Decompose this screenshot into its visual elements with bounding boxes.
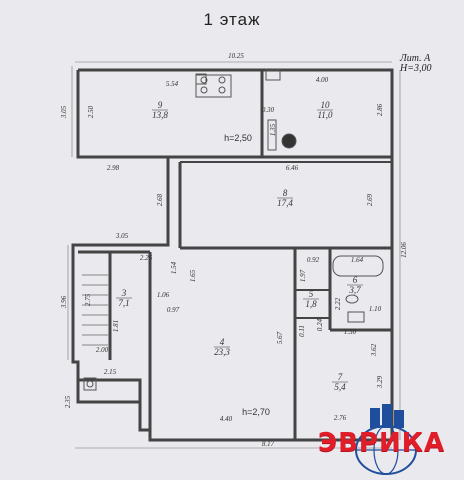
dimension-label: 2.22: [334, 297, 342, 310]
dimension-label: 8.17: [262, 440, 275, 448]
dimension-label: 1.97: [299, 269, 307, 282]
dimension-label: 0.92: [307, 256, 320, 264]
dimension-label: 2.26: [140, 254, 153, 262]
dimension-label: 1.64: [351, 256, 364, 264]
brand-name: ЭВРИКА: [318, 428, 446, 458]
dimension-label: 2.75: [84, 293, 92, 306]
brand-globe-logo: [355, 404, 417, 475]
dimension-label: 1.50: [344, 328, 357, 336]
dimension-label: 1.81: [112, 320, 120, 332]
bathtub-icon: [332, 255, 384, 277]
dimension-label: 3.96: [60, 295, 68, 309]
room-number-5: 5: [309, 289, 314, 299]
dimension-label: 4.40: [220, 415, 233, 423]
dimension-label: 3.05: [60, 105, 68, 119]
dimension-label: 2.86: [376, 103, 384, 116]
fixtures: [82, 69, 384, 391]
appliance-icon: [195, 73, 207, 85]
room-area-5: 1,8: [305, 299, 317, 309]
stove-icon: [195, 74, 232, 98]
dimension-label: 2.76: [334, 414, 347, 422]
dimension-label: 3.62: [370, 343, 378, 357]
height-labels: h=2,50 h=2,70: [224, 133, 270, 417]
vent-icon: [265, 69, 281, 81]
dimension-label: 10.25: [228, 52, 244, 60]
boiler-icon: [281, 133, 297, 149]
height-label: Н=3,00: [400, 63, 432, 74]
floor-title: 1 этаж: [203, 10, 261, 29]
room-area-8: 17,4: [277, 198, 293, 208]
room-area-9: 13,8: [152, 110, 168, 120]
room-number-8: 8: [283, 188, 288, 198]
lit-label: Лит. А: [400, 53, 431, 64]
room-number-9: 9: [158, 100, 163, 110]
sink-icon: [347, 311, 365, 323]
dimension-label: 0.11: [298, 325, 306, 337]
room-number-3: 3: [121, 288, 127, 298]
dimension-label: 1.35: [269, 123, 277, 136]
dimension-label: 5.67: [276, 331, 284, 344]
dimension-label: 0.97: [167, 306, 180, 314]
dimension-label: 12.06: [400, 242, 408, 258]
dimension-label: 1.10: [369, 305, 382, 313]
stair-steps: [82, 274, 108, 346]
dimension-label: 4.00: [316, 76, 329, 84]
room-area-3: 7,1: [118, 298, 129, 308]
room-area-10: 11,0: [317, 110, 333, 120]
dimension-label: 1.06: [157, 291, 170, 299]
dimension-labels: 10.25 5.54 4.00 3.05 2.50 0.30 1.35 2.86 6.46 2.9…: [60, 52, 408, 448]
dimension-label: 3.05: [115, 232, 129, 240]
dimension-label: 2.68: [156, 193, 164, 206]
room-number-10: 10: [321, 100, 331, 110]
ceiling-height-label: h=2,70: [242, 407, 270, 417]
dimension-label: 3.29: [376, 375, 384, 389]
dimension-label: 1.54: [170, 261, 178, 274]
dimension-label: 2.35: [64, 395, 72, 408]
room-number-6: 6: [353, 275, 358, 285]
dimension-label: 5.54: [166, 80, 179, 88]
dimension-label: 2.98: [107, 164, 120, 172]
room-area-4: 23,3: [214, 347, 230, 357]
room-area-7: 5,4: [334, 382, 346, 392]
room-number-7: 7: [338, 372, 343, 382]
toilet-icon: [345, 294, 359, 304]
walls: [71, 68, 394, 442]
dimension-label: 0.24: [316, 318, 324, 331]
dimension-label: 6.46: [286, 164, 299, 172]
ceiling-height-label: h=2,50: [224, 133, 252, 143]
dimension-label: 2.15: [104, 368, 117, 376]
dimension-lines: [67, 61, 401, 449]
radiator-icon: [267, 119, 277, 151]
room-number-4: 4: [220, 337, 225, 347]
dimension-label: 2.50: [87, 105, 95, 118]
lit-label-block: Лит. А Н=3,00: [400, 54, 431, 74]
dimension-label: 0.30: [262, 106, 275, 114]
dimension-label: 2.00: [96, 346, 109, 354]
dimension-label: 2.69: [366, 193, 374, 206]
room-area-6: 3,7: [348, 285, 361, 295]
meter-icon: [83, 377, 97, 391]
dimension-label: 1.65: [189, 269, 197, 282]
